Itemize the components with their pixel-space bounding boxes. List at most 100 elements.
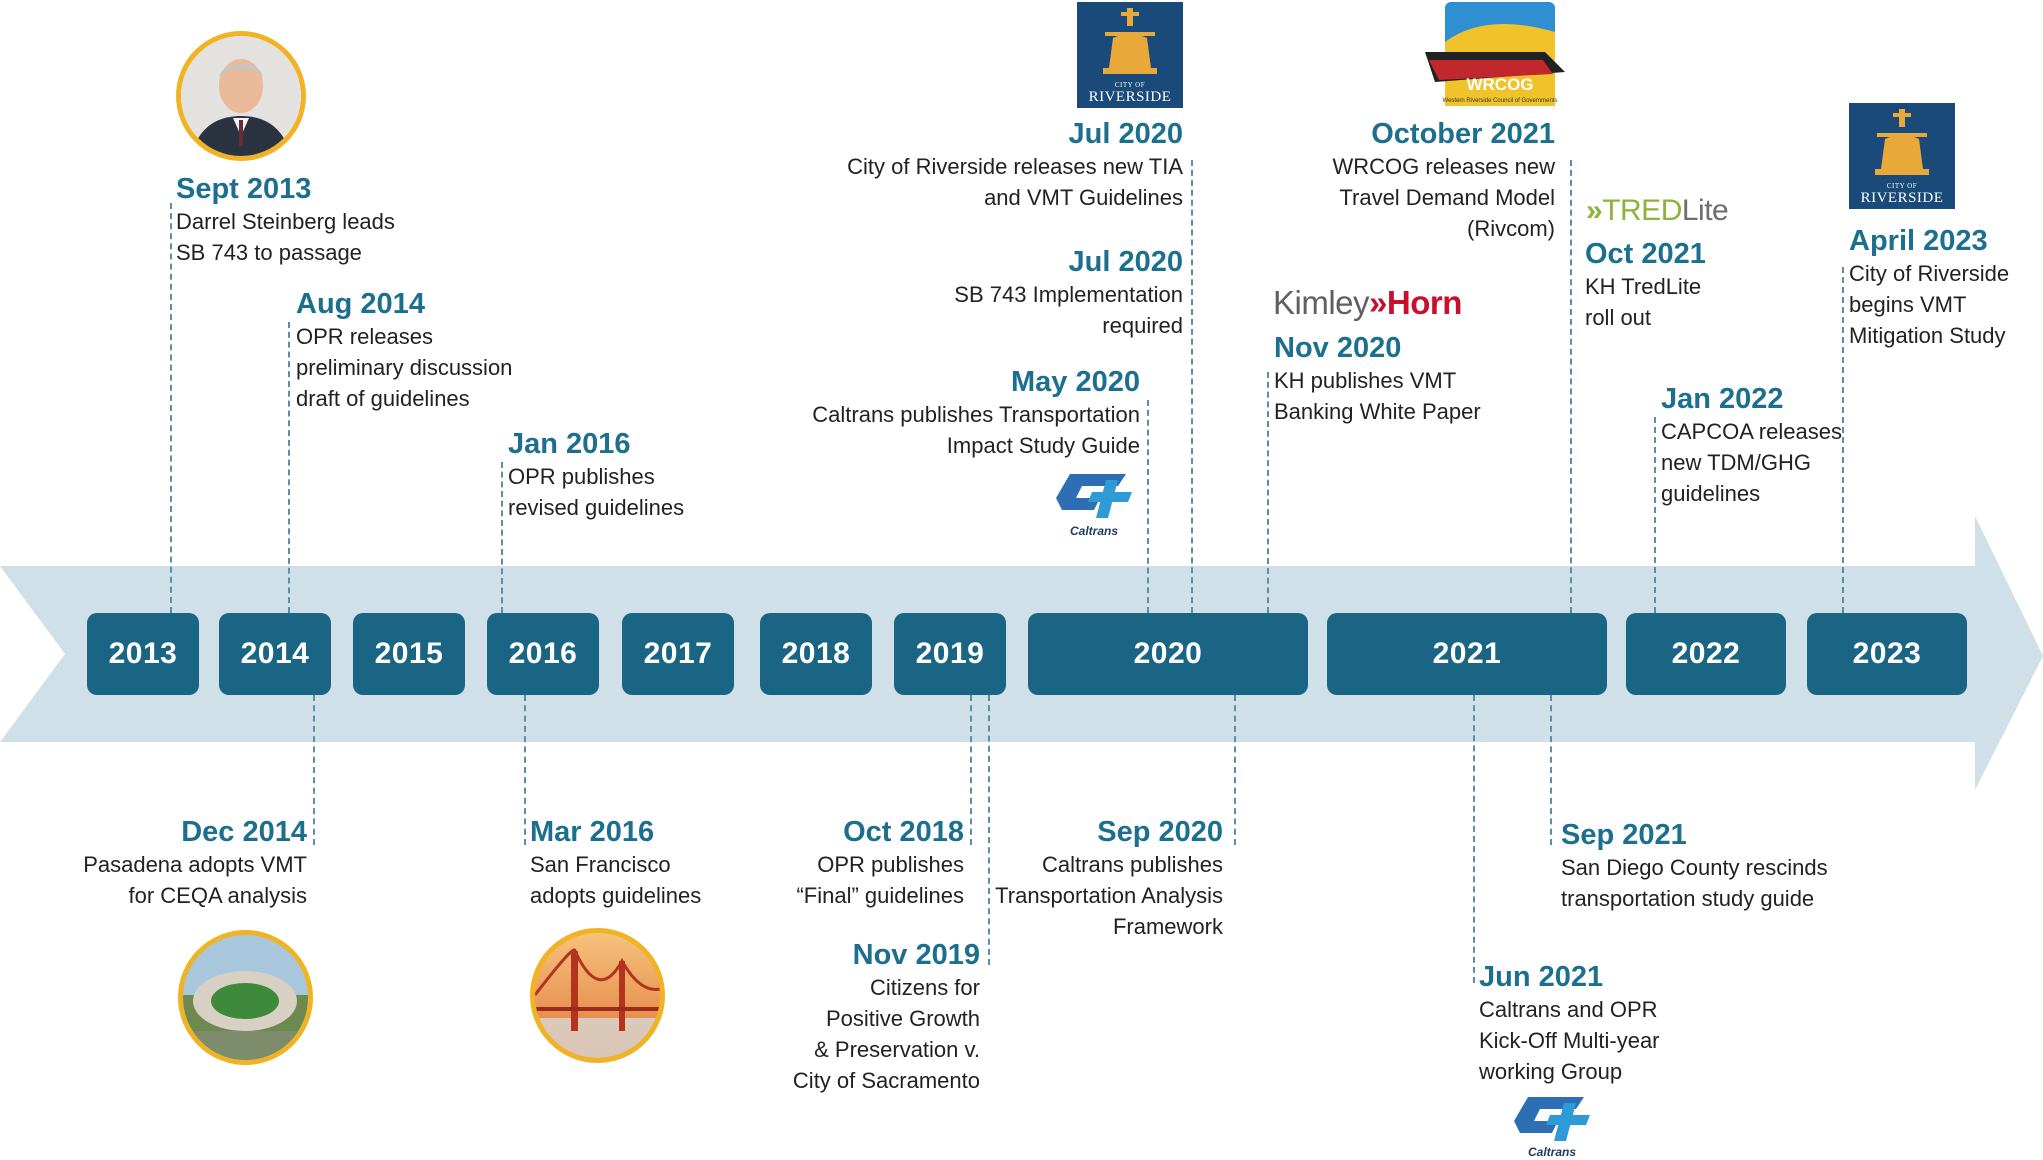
event-date: May 2020 [1011,366,1140,398]
event-sept-2013: Sept 2013 Darrel Steinberg leads SB 743 … [176,172,395,268]
caltrans-logo: Caltrans [1052,470,1136,538]
event-text: & Preservation v. [814,1037,980,1062]
event-dec-2014: Dec 2014 Pasadena adopts VMT for CEQA an… [83,815,307,911]
logo-text: Lite [1681,194,1729,227]
connector-line [1147,400,1149,613]
event-date: Jan 2016 [508,428,631,460]
event-text: draft of guidelines [296,386,470,411]
year-box: 2019 [894,613,1006,695]
event-text: roll out [1585,305,1652,330]
connector-line [501,462,503,613]
connector-line [170,203,172,613]
event-text: Pasadena adopts VMT [83,852,307,877]
event-text: San Diego County rescinds [1561,855,1828,880]
event-jul-2020-riverside: Jul 2020 City of Riverside releases new … [847,117,1183,213]
event-text: Caltrans and OPR [1479,997,1658,1022]
event-date: Sep 2020 [1097,816,1223,848]
event-jan-2022: Jan 2022 CAPCOA releases new TDM/GHG gui… [1661,382,1842,509]
event-text: Impact Study Guide [946,433,1140,458]
kimley-horn-logo: Kimley»Horn [1273,283,1462,323]
event-date: Dec 2014 [181,816,307,848]
connector-line [970,695,972,845]
logo-text: Horn [1386,284,1463,321]
year-box: 2017 [622,613,734,695]
golden-gate-photo [530,928,665,1063]
event-text: (Rivcom) [1467,216,1555,241]
event-date: Oct 2018 [843,816,964,848]
event-text: Caltrans publishes [1042,852,1223,877]
event-text: Framework [1112,914,1223,939]
connector-line [988,695,990,965]
event-text: and VMT Guidelines [984,185,1183,210]
year-box: 2013 [87,613,199,695]
event-text: adopts guidelines [530,883,702,908]
year-box: 2016 [487,613,599,695]
event-nov-2020: Nov 2020 KH publishes VMT Banking White … [1274,331,1481,427]
event-text: San Francisco [530,852,671,877]
event-text: OPR releases [296,324,433,349]
event-date: Nov 2019 [852,939,980,971]
event-text: KH publishes VMT [1274,368,1457,393]
event-date: Nov 2020 [1274,332,1402,364]
event-date: Sept 2013 [176,173,312,205]
event-text: Banking White Paper [1274,399,1481,424]
event-text: WRCOG releases new [1332,154,1555,179]
connector-line [1234,695,1236,845]
year-box: 2022 [1626,613,1786,695]
event-text: preliminary discussion [296,355,513,380]
tredlite-logo: »TREDLite [1586,193,1729,229]
event-date: Sep 2021 [1561,819,1687,851]
event-text: new TDM/GHG [1661,450,1811,475]
logo-text: RIVERSIDE [1860,190,1944,206]
connector-line [524,695,526,845]
connector-line [1267,372,1269,613]
event-jan-2016: Jan 2016 OPR publishes revised guideline… [508,427,684,523]
event-mar-2016: Mar 2016 San Francisco adopts guidelines [530,815,701,911]
logo-text: TRED [1602,194,1682,227]
event-aug-2014: Aug 2014 OPR releases preliminary discus… [296,287,512,414]
connector-line [1550,695,1552,845]
logo-text: CITY OF [1114,81,1146,89]
event-nov-2019: Nov 2019 Citizens for Positive Growth & … [793,938,980,1096]
event-text: Caltrans publishes Transportation [812,402,1140,427]
event-text: transportation study guide [1561,886,1815,911]
year-box: 2021 [1327,613,1607,695]
portrait-photo [176,31,306,161]
event-text: City of Sacramento [792,1068,980,1093]
event-date: Aug 2014 [296,288,425,320]
event-text: KH TredLite [1585,274,1702,299]
event-text: OPR publishes [508,464,655,489]
event-text: working Group [1479,1059,1623,1084]
connector-line [1654,417,1656,613]
caltrans-logo: Caltrans [1510,1093,1594,1159]
event-text: Positive Growth [825,1006,980,1031]
logo-text: Caltrans [1527,1145,1577,1159]
event-jun-2021: Jun 2021 Caltrans and OPR Kick-Off Multi… [1479,960,1660,1087]
year-box: 2023 [1807,613,1967,695]
event-text: Kick-Off Multi-year [1479,1028,1660,1053]
event-text: Darrel Steinberg leads [176,209,395,234]
event-oct-2021: Oct 2021 KH TredLite roll out [1585,237,1706,333]
event-may-2020: May 2020 Caltrans publishes Transportati… [812,365,1140,461]
wrcog-logo: WRCOG Western Riverside Council of Gover… [1425,2,1565,108]
year-box: 2018 [760,613,872,695]
logo-text: RIVERSIDE [1088,89,1172,105]
event-date: October 2021 [1371,118,1555,150]
event-text: “Final” guidelines [796,883,964,908]
event-date: Jun 2021 [1479,961,1604,993]
event-text: OPR publishes [817,852,964,877]
event-oct-2018: Oct 2018 OPR publishes “Final” guideline… [796,815,964,911]
event-text: Transportation Analysis [995,883,1223,908]
wrcog-subtext: Western Riverside Council of Governments [1443,98,1558,104]
event-text: City of Riverside releases new TIA [847,154,1183,179]
logo-text: Kimley [1273,284,1370,321]
connector-line [1191,160,1193,613]
event-text: begins VMT [1849,292,1967,317]
event-text: Travel Demand Model [1339,185,1555,210]
year-box: 2014 [219,613,331,695]
event-text: City of Riverside [1849,261,2010,286]
event-text: Mitigation Study [1849,323,2006,348]
connector-line [288,322,290,613]
